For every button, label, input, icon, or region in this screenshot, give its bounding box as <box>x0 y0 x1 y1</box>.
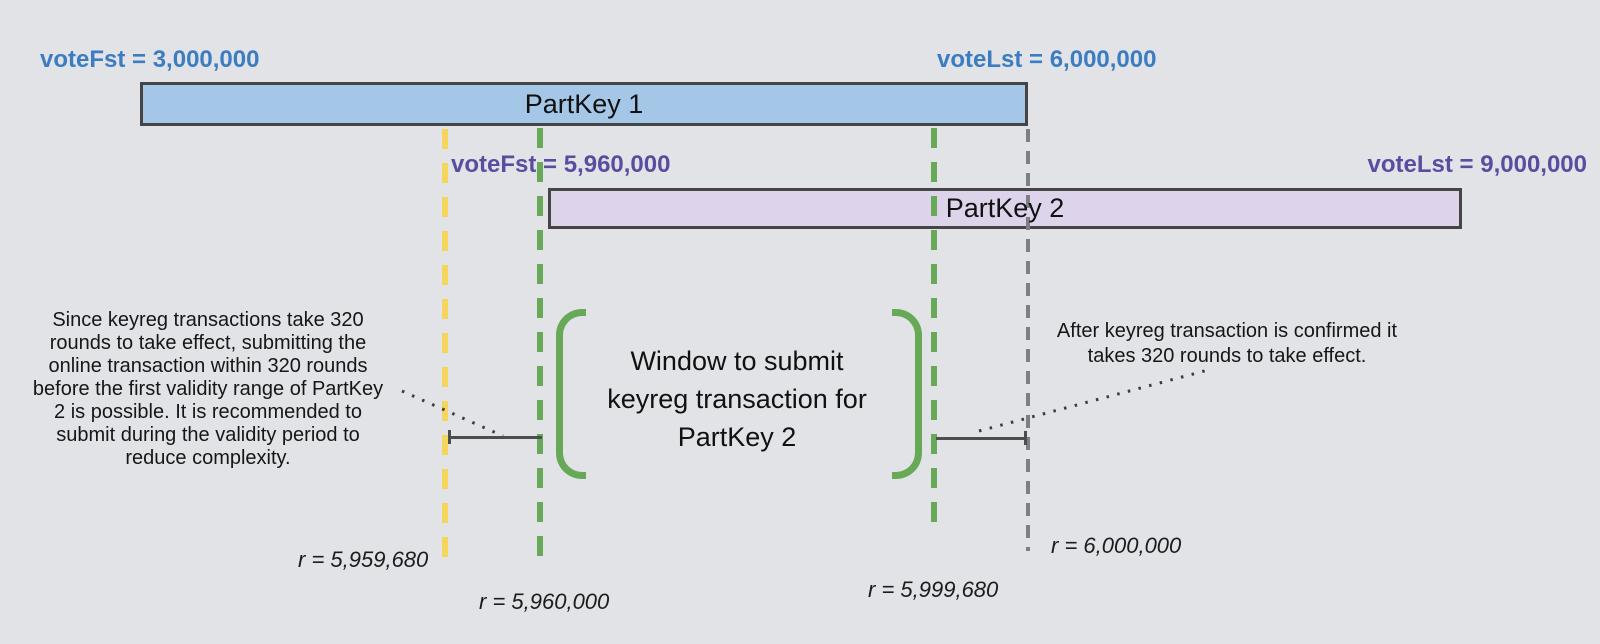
left-connector-tick <box>448 430 451 444</box>
partkey2-votefst-label: voteFst = 5,960,000 <box>451 151 671 178</box>
partkey1-bar-label: PartKey 1 <box>524 88 644 119</box>
yellow-dashed-line-r5959680 <box>442 129 448 565</box>
right-bracket <box>892 309 922 479</box>
left-connector-line <box>450 436 542 439</box>
left-dotted-leader <box>401 389 504 438</box>
partkey1-bar: PartKey 1 <box>140 82 1028 126</box>
right-note: After keyreg transaction is confirmed it… <box>1056 320 1398 367</box>
right-dotted-leader <box>978 367 1213 433</box>
partkey1-votefst-label: voteFst = 3,000,000 <box>40 46 260 73</box>
green-dashed-line-window-end <box>931 128 937 533</box>
right-connector-line <box>936 437 1026 440</box>
partkey2-bar-label: PartKey 2 <box>945 193 1065 223</box>
partkey2-bar: PartKey 2 <box>548 188 1462 229</box>
partkey2-votelst-label: voteLst = 9,000,000 <box>1367 151 1587 178</box>
partkey1-votelst-label: voteLst = 6,000,000 <box>937 46 1157 73</box>
left-bracket <box>556 309 586 479</box>
round-marker-5959680: r = 5,959,680 <box>298 547 429 572</box>
round-marker-5960000: r = 5,960,000 <box>479 589 610 614</box>
left-note: Since keyreg transactions take 320 round… <box>32 309 384 469</box>
window-label: Window to submit keyreg transaction for … <box>607 346 867 452</box>
gray-dashed-line-r6000000 <box>1026 129 1030 551</box>
round-marker-6000000: r = 6,000,000 <box>1051 533 1182 558</box>
right-connector-tick <box>1024 431 1027 445</box>
green-dashed-line-window-start <box>537 128 543 561</box>
round-marker-5999680: r = 5,999,680 <box>868 577 999 602</box>
